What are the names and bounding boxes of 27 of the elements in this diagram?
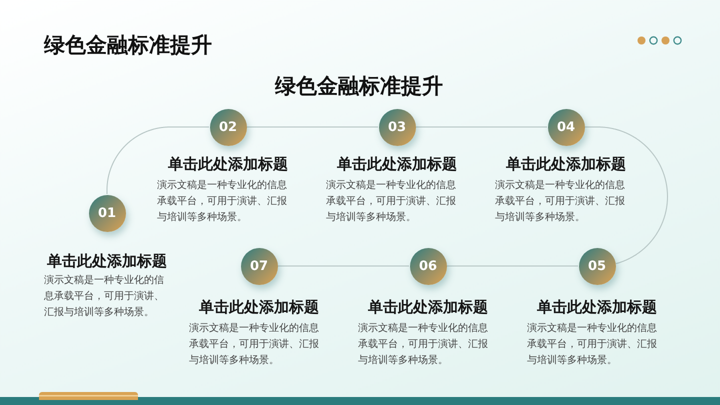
connector-line [246,126,378,128]
connector-line [416,126,548,128]
step-title: 单击此处添加标题 [506,154,626,174]
section-heading: 绿色金融标准提升 [275,73,443,99]
connector-line [106,126,210,194]
step-title: 单击此处添加标题 [199,298,319,316]
step-title: 单击此处添加标题 [168,154,288,174]
step-description: 演示文稿是一种专业化的信息承载平台，可用于演讲、汇报与培训等多种场景。 [157,178,288,225]
connector-line [584,126,668,264]
step-number-circle: 05 [578,248,616,284]
step-description: 演示文稿是一种专业化的信息承载平台，可用于演讲、汇报与培训等多种场景。 [358,322,489,368]
step-description: 演示文稿是一种专业化的信息承载平台，可用于演讲、汇报与培训等多种场景。 [326,178,457,225]
step-number-circle: 03 [378,108,416,146]
step-number-circle: 04 [548,108,584,146]
step-description: 演示文稿是一种专业化的信息承载平台，可用于演讲、汇报与培训等多种场景。 [527,322,658,368]
step-description: 演示文稿是一种专业化的信息承载平台，可用于演讲、汇报与培训等多种场景。 [44,274,165,320]
step-title: 单击此处添加标题 [47,252,167,270]
step-description: 演示文稿是一种专业化的信息承载平台，可用于演讲、汇报与培训等多种场景。 [495,178,626,225]
step-number-circle: 02 [210,108,246,146]
slide-title: 绿色金融标准提升 [44,32,212,58]
step-number-circle: 01 [88,194,126,232]
step-description: 演示文稿是一种专业化的信息承载平台，可用于演讲、汇报与培训等多种场景。 [189,322,320,368]
step-number-circle: 07 [240,248,278,284]
step-title: 单击此处添加标题 [337,154,457,174]
step-number-circle: 06 [410,248,446,284]
step-title: 单击此处添加标题 [368,298,488,316]
step-title: 单击此处添加标题 [537,298,657,316]
